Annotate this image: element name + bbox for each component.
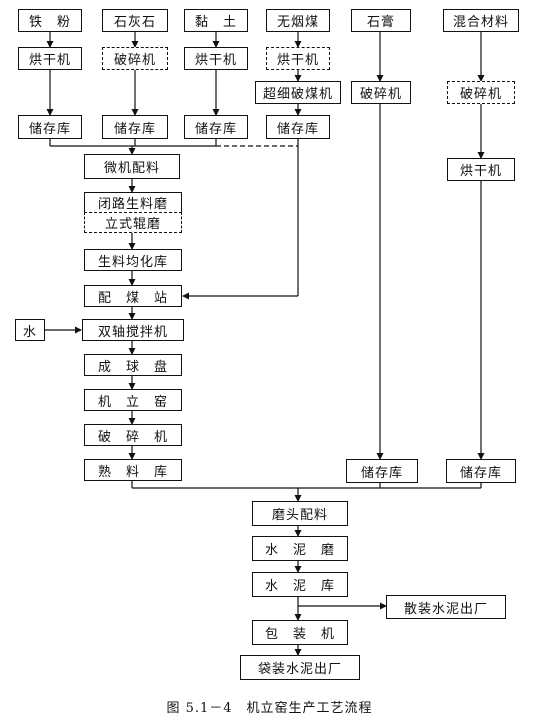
coal-station-box: 配 煤 站 [84, 285, 182, 307]
bulk-cement-out-box: 散装水泥出厂 [386, 595, 506, 619]
ultrafine-coal-crusher-box: 超细破煤机 [255, 81, 341, 104]
water-box: 水 [15, 319, 45, 341]
figure-caption: 图 5.1－4 机立窑生产工艺流程 [166, 701, 373, 716]
storage-gypsum-box: 储存库 [346, 459, 418, 483]
crusher-limestone-box: 破碎机 [102, 47, 168, 70]
clinker-silo-box: 熟 料 库 [84, 459, 182, 481]
storage-mixed-box: 储存库 [446, 459, 516, 483]
micro-batching-box: 微机配料 [84, 154, 180, 179]
raw-mixed-material-box: 混合材料 [443, 9, 519, 32]
raw-limestone-box: 石灰石 [102, 9, 168, 32]
packing-machine-box: 包 装 机 [252, 620, 348, 645]
raw-mill-group: 闭路生料磨 立式辊磨 [84, 192, 182, 233]
mill-head-batching-box: 磨头配料 [252, 501, 348, 526]
dryer-iron-box: 烘干机 [18, 47, 82, 70]
storage-limestone-box: 储存库 [102, 115, 168, 139]
storage-coal-box: 储存库 [266, 115, 330, 139]
cement-silo-box: 水 泥 库 [252, 572, 348, 597]
clinker-crusher-box: 破 碎 机 [84, 424, 182, 446]
raw-anthracite-box: 无烟煤 [266, 9, 330, 32]
dryer-mixed-box: 烘干机 [447, 158, 515, 181]
raw-clay-box: 黏 土 [184, 9, 248, 32]
raw-iron-powder-box: 铁 粉 [18, 9, 82, 32]
vertical-roller-mill-box: 立式辊磨 [84, 212, 182, 233]
shaft-kiln-box: 机 立 窑 [84, 389, 182, 411]
raw-gypsum-box: 石膏 [351, 9, 411, 32]
storage-clay-box: 储存库 [184, 115, 248, 139]
bagged-cement-out-box: 袋装水泥出厂 [240, 655, 360, 680]
dryer-anthracite-box: 烘干机 [266, 47, 330, 70]
twin-shaft-mixer-box: 双轴搅拌机 [82, 319, 184, 341]
storage-iron-box: 储存库 [18, 115, 82, 139]
dryer-clay-box: 烘干机 [184, 47, 248, 70]
homogenization-silo-box: 生料均化库 [84, 249, 182, 271]
crusher-gypsum-box: 破碎机 [351, 81, 411, 104]
closed-circuit-mill-box: 闭路生料磨 [84, 192, 182, 213]
cement-mill-box: 水 泥 磨 [252, 536, 348, 561]
crusher-mixed-box: 破碎机 [447, 81, 515, 104]
pelletizer-box: 成 球 盘 [84, 354, 182, 376]
